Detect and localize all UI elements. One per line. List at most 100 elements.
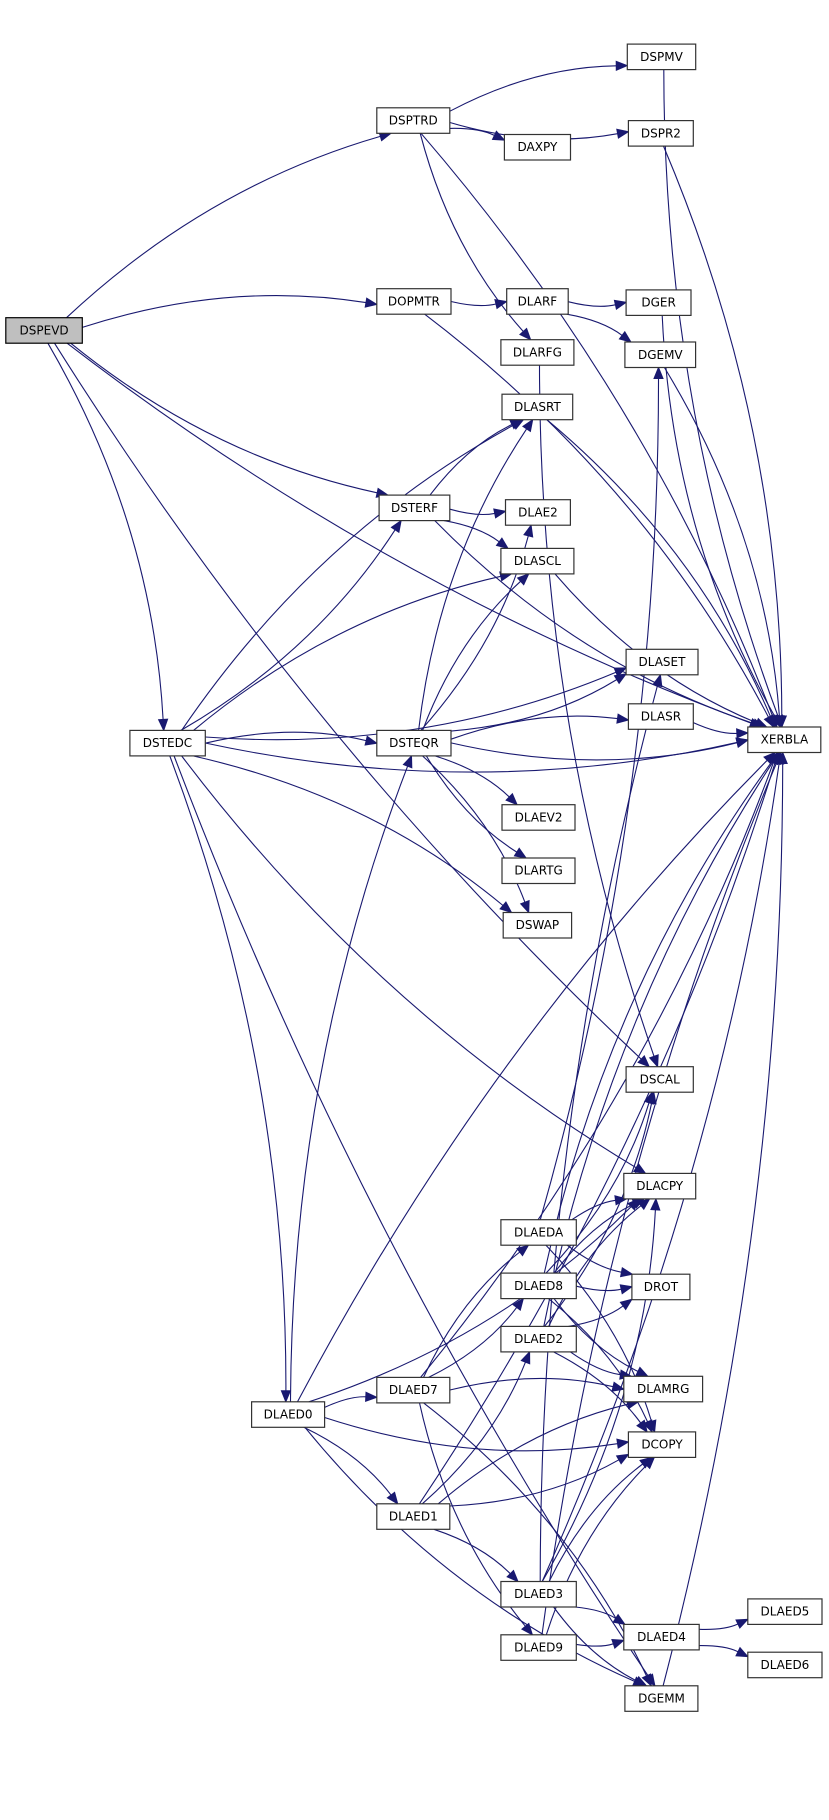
node-drot[interactable]: DROT [631,1273,691,1301]
edge-line [576,1643,614,1647]
node-dger[interactable]: DGER [625,289,692,316]
node-dlaed9[interactable]: DLAED9 [500,1634,577,1661]
node-label: DLARFG [513,346,562,360]
edge-line [571,1199,616,1221]
edge-line [450,742,738,761]
node-box [627,703,694,730]
node-box [626,43,697,71]
node-dlaed0[interactable]: DLAED0 [251,1401,326,1428]
node-label: DLARTG [514,864,563,878]
node-dlaed5[interactable]: DLAED5 [747,1598,823,1626]
node-dsteqr[interactable]: DSTEQR [376,729,452,757]
node-dgemm[interactable]: DGEMM [624,1685,699,1712]
node-dlaset[interactable]: DLASET [625,648,699,676]
node-box [631,1273,691,1301]
node-daxpy[interactable]: DAXPY [503,133,572,161]
arrowhead-icon [642,1419,653,1434]
node-label: DLASET [639,655,687,669]
arrowhead-icon [364,297,379,308]
node-dopmtr[interactable]: DOPMTR [376,288,452,315]
node-label: DSTEQR [389,736,439,750]
arrowhead-icon [516,1244,530,1257]
node-box [376,729,452,757]
edge-line [181,424,514,731]
arrowhead-icon [505,792,519,806]
edge-line [419,133,524,332]
edge-line [541,763,780,1582]
edge-dlasr-to-xerbla [693,722,750,739]
node-dlacpy[interactable]: DLACPY [623,1172,697,1200]
arrowhead-icon [499,901,513,914]
arrowhead-icon [611,1638,626,1649]
edge-dlaed9-to-dcopy [545,1456,656,1635]
edge-dsptrd-to-daxpy [449,127,506,141]
node-dsterf[interactable]: DSTERF [378,494,451,522]
edge-line [54,342,642,1060]
node-dlaed3[interactable]: DLAED3 [500,1580,577,1608]
edge-dlaed8-to-drot [576,1284,634,1295]
arrowhead-icon [612,1613,627,1626]
edge-dspevd-to-dscal [54,342,651,1068]
node-dlarfg[interactable]: DLARFG [500,339,575,366]
node-box [378,494,451,522]
arrowhead-icon [618,330,632,343]
node-dscal[interactable]: DSCAL [625,1066,694,1093]
node-dlamrg[interactable]: DLAMRG [623,1375,704,1403]
node-dlartg[interactable]: DLARTG [501,857,576,885]
edge-line [693,722,737,734]
node-dlasrt[interactable]: DLASRT [501,393,574,421]
node-dlasr[interactable]: DLASR [627,703,694,730]
edge-line [422,580,521,731]
edge-line [421,1361,527,1505]
edge-dsteqr-to-dlaset [450,673,628,732]
node-dlaed7[interactable]: DLAED7 [376,1376,451,1404]
edge-dlaed2-to-dlamrg [570,1351,633,1380]
node-dlae2[interactable]: DLAE2 [504,499,572,526]
node-dswap[interactable]: DSWAP [502,911,573,939]
node-dcopy[interactable]: DCOPY [627,1431,697,1459]
node-dgemv[interactable]: DGEMV [624,341,697,369]
arrowhead-icon [613,299,628,311]
edge-line [450,715,618,740]
edge-dsptrd-to-dlarfg [419,133,532,341]
node-xerbla[interactable]: XERBLA [747,726,822,754]
node-label: DLAED2 [514,1332,563,1346]
edge-line [554,573,757,724]
node-dspevd[interactable]: DSPEVD [5,317,83,344]
node-dlaed8[interactable]: DLAED8 [500,1272,577,1300]
edge-dgemm-to-xerbla [662,751,788,1686]
edge-dlaed3-to-dlaed4 [575,1606,627,1626]
arrowhead-icon [642,1456,656,1470]
arrowhead-icon [735,737,750,748]
edge-line [47,342,164,720]
node-label: DAXPY [518,140,558,154]
edge-line [553,1203,635,1274]
node-dspmv[interactable]: DSPMV [626,43,697,71]
node-dlaed6[interactable]: DLAED6 [747,1651,823,1679]
edge-dspmv-to-xerbla [663,69,784,729]
node-dlarf[interactable]: DLARF [506,288,569,315]
node-dlascl[interactable]: DLASCL [500,547,575,575]
arrowhead-icon [364,735,379,746]
node-dlaeda[interactable]: DLAEDA [500,1219,577,1246]
arrowhead-icon [506,1569,519,1583]
node-dlaed2[interactable]: DLAED2 [500,1325,577,1353]
arrowhead-icon [494,298,508,310]
node-dstedc[interactable]: DSTEDC [129,729,206,757]
arrowhead-icon [736,728,750,739]
node-box [624,341,697,369]
node-label: DSTEDC [143,736,192,750]
node-dlaed1[interactable]: DLAED1 [376,1503,451,1530]
edge-line [570,1351,621,1376]
edge-dlasrt-to-xerbla [546,419,776,729]
node-dsptrd[interactable]: DSPTRD [376,107,451,134]
node-dspr2[interactable]: DSPR2 [627,119,694,147]
edge-dlaed4-to-dlaed6 [699,1645,749,1658]
edge-dlaed9-to-dlaed4 [576,1638,626,1649]
node-dlaed4[interactable]: DLAED4 [623,1623,700,1651]
edge-line [324,1416,618,1452]
node-dlaev2[interactable]: DLAEV2 [501,804,576,831]
arrowhead-icon [646,1090,657,1105]
arrowhead-icon [520,1350,531,1365]
arrowhead-icon [619,1298,633,1311]
